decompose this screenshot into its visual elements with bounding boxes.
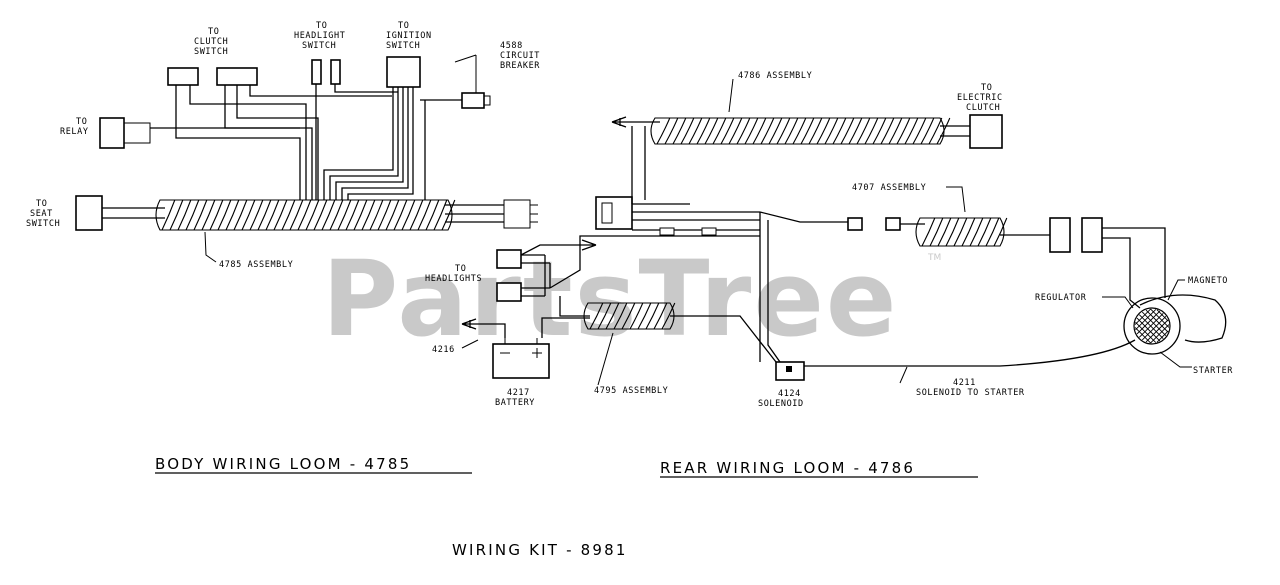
- regulator-leader: [1102, 296, 1134, 309]
- starter-ring: [1123, 297, 1181, 355]
- headlight-switch-connector-b: [330, 59, 341, 85]
- coil-4785-assembly: [155, 199, 456, 231]
- watermark-tm: TM: [927, 253, 941, 263]
- label-to-electric-clutch: TO ELECTRIC CLUTCH: [957, 83, 1008, 113]
- ignition-switch-connector: [386, 56, 421, 88]
- assembly-4786-leader: [728, 78, 734, 113]
- headlight-connector-a: [496, 249, 522, 269]
- rear-wiring-loom: 4786 ASSEMBLY TO ELECTRIC CLUTCH 4707 AS…: [425, 71, 1233, 409]
- assembly-4707-leader: [946, 186, 966, 213]
- coil-4786-assembly: [650, 117, 951, 145]
- watermark-text: PartsTree: [322, 238, 898, 360]
- part-4216-leader: [461, 339, 479, 349]
- label-magneto: MAGNETO: [1188, 276, 1228, 286]
- magneto-starter-assembly: [1123, 294, 1227, 355]
- starter-mesh: [1134, 308, 1170, 344]
- label-assembly-4786: 4786 ASSEMBLY: [738, 71, 812, 81]
- watermark: PartsTree TM: [322, 238, 941, 360]
- label-to-headlight-switch: TO HEADLIGHT SWITCH: [294, 21, 351, 51]
- headlight-switch-connector-a: [311, 59, 322, 85]
- label-part-4216: 4216: [432, 345, 455, 355]
- loom-end-plug: [503, 199, 531, 229]
- solenoid-to-starter-cable: [804, 339, 1136, 367]
- inline-connector-4707-a: [847, 217, 863, 231]
- coil-4795-assembly: [583, 302, 676, 330]
- starter-leader: [1159, 351, 1192, 368]
- label-circuit-breaker: 4588 CIRCUIT BREAKER: [500, 41, 546, 71]
- label-to-clutch-switch: TO CLUTCH SWITCH: [194, 27, 234, 57]
- label-solenoid: 4124 SOLENOID: [758, 389, 807, 409]
- battery-terminals: [500, 338, 542, 358]
- magneto-connector-a: [1049, 217, 1071, 253]
- assembly-4795-leader: [597, 332, 614, 386]
- body-wiring-loom: TO CLUTCH SWITCH TO HEADLIGHT SWITCH TO …: [26, 21, 546, 270]
- magneto-housing: [1139, 294, 1227, 343]
- headlight-connector-b: [496, 282, 522, 302]
- circuit-breaker-terminal: [483, 95, 491, 106]
- label-to-ignition-switch: TO IGNITION SWITCH: [386, 21, 437, 51]
- inline-connector-4707-b: [885, 217, 901, 231]
- title-rear-wiring-loom: REAR WIRING LOOM - 4786: [660, 459, 915, 477]
- electric-clutch-connector: [969, 114, 1003, 149]
- label-assembly-4707: 4707 ASSEMBLY: [852, 183, 926, 193]
- ground-arrow-4786: [611, 116, 660, 128]
- clutch-switch-connector-b: [216, 67, 258, 86]
- label-solenoid-to-starter: 4211 SOLENOID TO STARTER: [916, 378, 1025, 398]
- solenoid-cable-leader: [899, 366, 908, 384]
- label-regulator: REGULATOR: [1035, 293, 1087, 303]
- label-to-relay: TO RELAY: [60, 117, 93, 137]
- magneto-connector-b: [1081, 217, 1103, 253]
- inline-plug-a: [659, 227, 675, 236]
- relay-connector: [99, 117, 125, 149]
- label-starter: STARTER: [1193, 366, 1233, 376]
- ground-4216: [461, 318, 506, 338]
- main-harness-connector: [595, 196, 633, 230]
- seat-switch-connector: [75, 195, 103, 231]
- diagram-titles: BODY WIRING LOOM - 4785 REAR WIRING LOOM…: [155, 455, 978, 559]
- title-body-wiring-loom: BODY WIRING LOOM - 4785: [155, 455, 411, 473]
- relay-plug: [123, 122, 151, 144]
- clutch-switch-connector-a: [167, 67, 199, 86]
- label-assembly-4795: 4795 ASSEMBLY: [594, 386, 668, 396]
- battery: [492, 343, 550, 379]
- label-to-seat-switch: TO SEAT SWITCH: [26, 199, 60, 229]
- magneto-leader: [1167, 279, 1185, 301]
- inline-plug-b: [701, 227, 717, 236]
- breaker-leader: [454, 54, 477, 93]
- assembly-4785-leader: [204, 231, 217, 263]
- circuit-breaker: [461, 92, 485, 109]
- label-assembly-4785: 4785 ASSEMBLY: [219, 260, 293, 270]
- title-wiring-kit: WIRING KIT - 8981: [452, 541, 628, 559]
- label-battery: 4217 BATTERY: [495, 388, 536, 408]
- label-to-headlights: TO HEADLIGHTS: [425, 264, 482, 284]
- coil-4707-assembly: [915, 217, 1008, 247]
- body-loom-wires: [102, 84, 538, 223]
